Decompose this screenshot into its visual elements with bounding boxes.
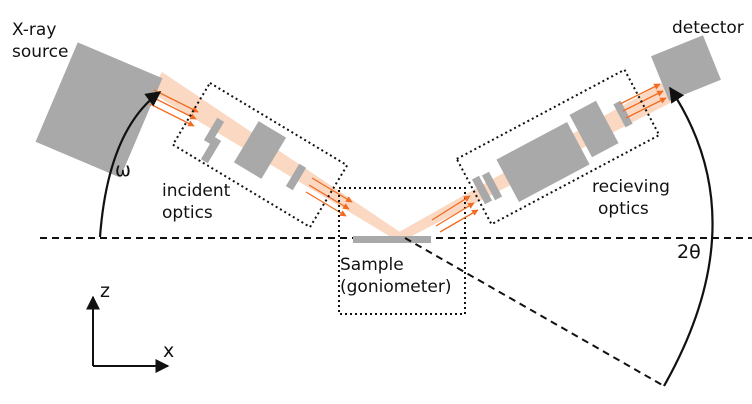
- detector-block: [651, 35, 721, 101]
- incident-beam-band: [150, 72, 406, 240]
- two-theta-symbol-label: 2θ: [677, 241, 701, 263]
- receiving-optics-components: [471, 100, 633, 205]
- xray-source-label: X-ray source: [12, 19, 68, 63]
- detector-label: detector: [672, 18, 744, 38]
- two-theta-arc-arrow: [663, 86, 714, 387]
- omega-arc-arrow: [98, 91, 162, 238]
- incident-optics-label-line-2: optics: [162, 203, 213, 223]
- xray-source-block: [35, 42, 163, 178]
- two-theta-reference-line: [404, 237, 665, 387]
- x-axis-label: x: [163, 340, 175, 362]
- sample-goniometer-box: [338, 187, 466, 315]
- incident-optics-box: [171, 81, 349, 229]
- receiving-optics-label-line-2: optics: [598, 199, 649, 219]
- incident-optics-label: incident optics: [162, 180, 230, 224]
- sample-plate: [353, 236, 431, 243]
- incident-optics-label-line-1: incident: [162, 181, 231, 201]
- sample-label-line-2: (goniometer): [340, 277, 452, 297]
- xray-source-label-line-1: X-ray: [12, 20, 57, 40]
- receiving-optics-label-line-1: recieving: [592, 177, 670, 197]
- sample-label-line-1: Sample: [340, 255, 404, 275]
- diffracted-rays: [431, 83, 667, 233]
- incident-optics-components: [200, 117, 307, 191]
- receiving-optics-box: [455, 68, 661, 226]
- receiving-optics-label: recieving optics: [592, 176, 670, 220]
- xray-source-label-line-2: source: [12, 42, 69, 62]
- z-axis-label: z: [100, 280, 110, 302]
- omega-symbol-label: ω: [115, 159, 131, 181]
- sample-label: Sample (goniometer): [340, 254, 452, 298]
